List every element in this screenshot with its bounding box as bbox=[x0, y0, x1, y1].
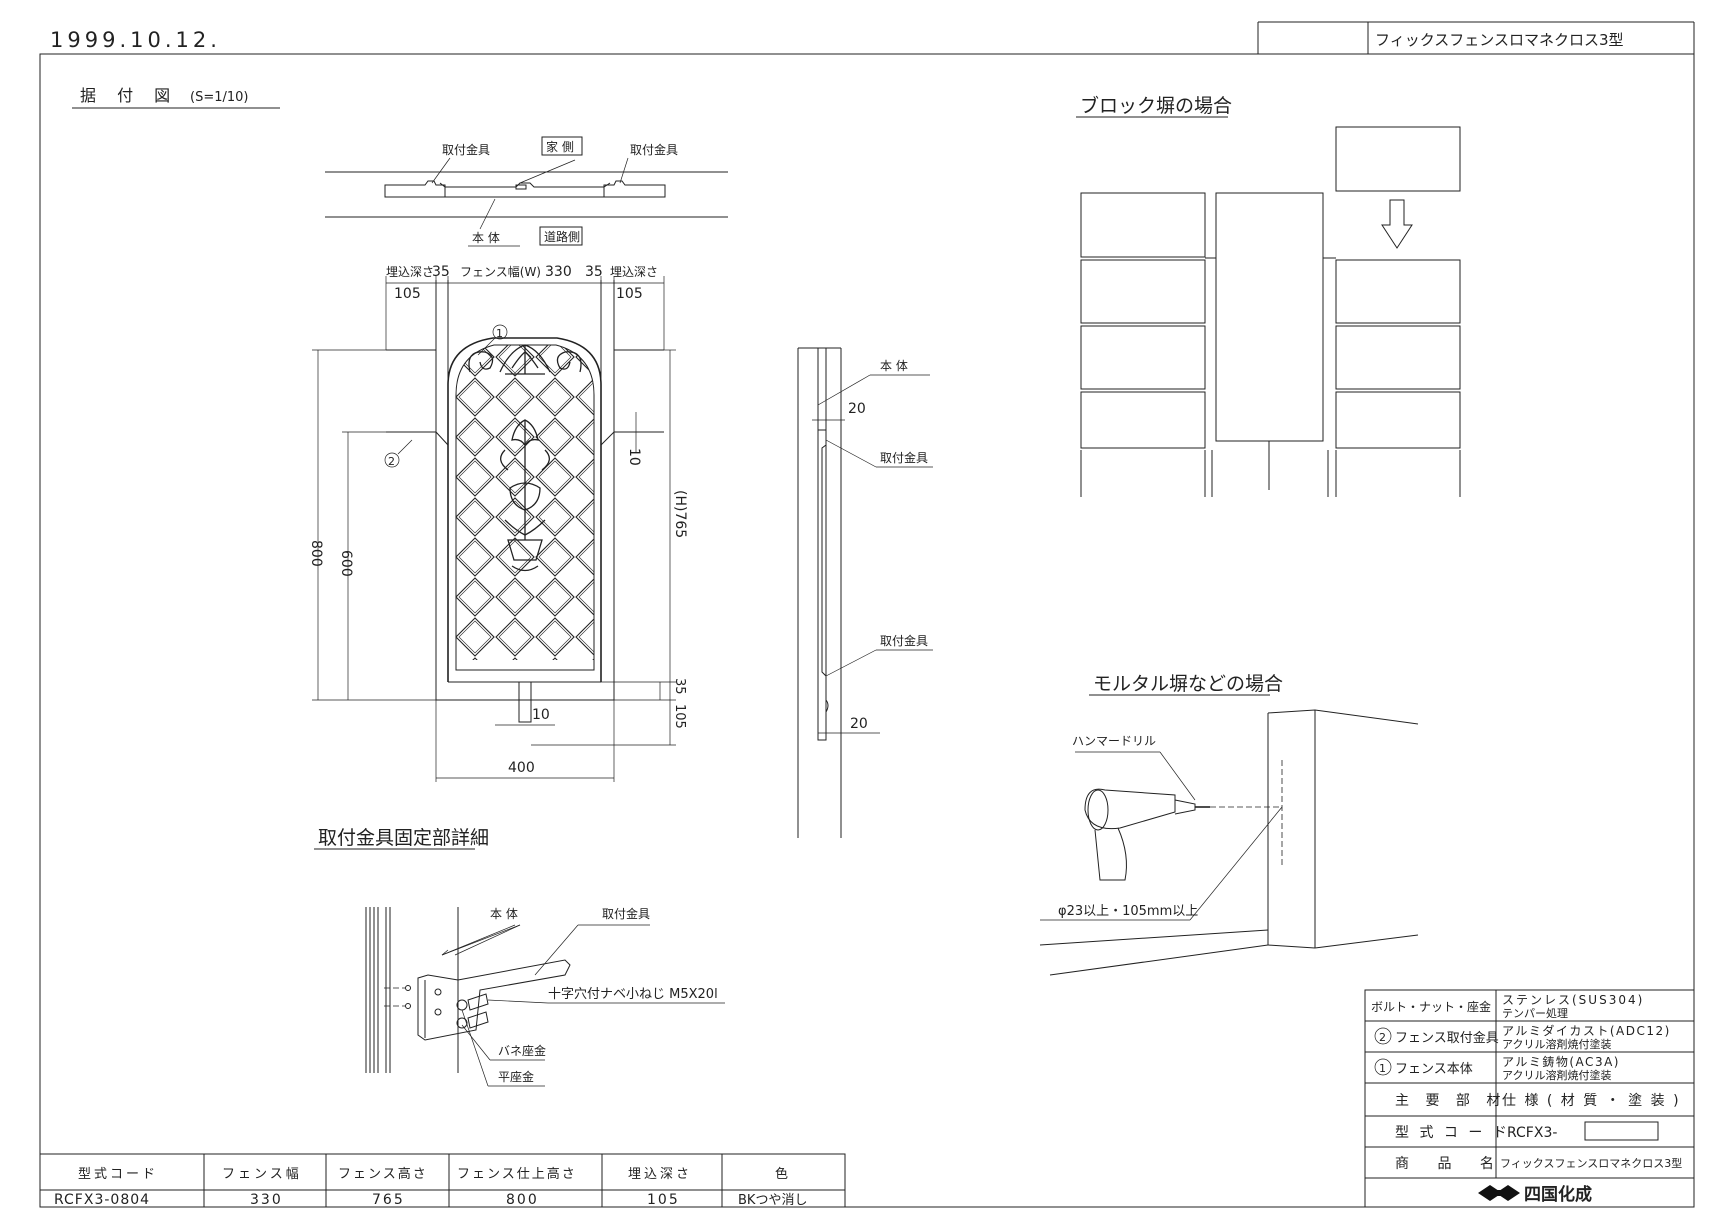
dim-embed-right-label: 埋込深さ bbox=[610, 265, 658, 279]
parts-row2-part: フェンス取付金具 bbox=[1395, 1030, 1499, 1046]
plan-body-label: 本 体 bbox=[472, 231, 500, 245]
parts-table bbox=[1364, 989, 1695, 1208]
installation-title: 据 付 図 bbox=[80, 86, 178, 105]
spec-cell-width: 330 bbox=[250, 1192, 283, 1208]
dim-105-right: 105 bbox=[616, 286, 643, 302]
detail-flat-washer-label: 平座金 bbox=[498, 1069, 534, 1084]
marker-2-label: 2 bbox=[388, 455, 395, 468]
mortar-wall-title: モルタル塀などの場合 bbox=[1093, 673, 1283, 695]
block-wall-diagram bbox=[1080, 126, 1461, 497]
block-wall-title: ブロック塀の場合 bbox=[1080, 94, 1232, 117]
spec-cell-height: 765 bbox=[372, 1192, 405, 1208]
dim-10-side: 10 bbox=[626, 448, 642, 466]
name-label: 商 品 名 bbox=[1395, 1156, 1506, 1172]
plan-bracket-right-label: 取付金具 bbox=[630, 142, 678, 157]
code-value: RCFX3- bbox=[1507, 1125, 1557, 1141]
spec-cell-color: BKつや消し bbox=[738, 1193, 807, 1208]
detail-screw-label: 十字穴付ナベ小ねじ M5X20l bbox=[548, 987, 718, 1002]
side-bracket-top-label: 取付金具 bbox=[880, 450, 928, 465]
parts-row3-part: フェンス本体 bbox=[1395, 1062, 1473, 1077]
parts-row3-spec2: アクリル溶剤焼付塗装 bbox=[1502, 1068, 1611, 1082]
drawing-date: 1999.10.12. bbox=[50, 28, 221, 52]
front-elevation bbox=[384, 280, 664, 723]
dim-embed-left-label: 埋込深さ bbox=[386, 265, 434, 279]
parts-header-spec: 仕 様 ( 材 質 ・ 塗 装 ) bbox=[1502, 1092, 1681, 1109]
parts-row2-spec2: アクリル溶剤焼付塗装 bbox=[1502, 1037, 1611, 1051]
detail-spring-washer-label: バネ座金 bbox=[498, 1043, 546, 1058]
parts-row1-spec2: テンパー処理 bbox=[1502, 1007, 1568, 1020]
parts-row1-part: ボルト・ナット・座金 bbox=[1371, 999, 1491, 1014]
mortar-wall-diagram bbox=[1039, 709, 1419, 976]
plan-road-side-label: 道路側 bbox=[544, 229, 580, 244]
parts-row2-spec1: アルミダイカスト(ADC12) bbox=[1502, 1023, 1671, 1038]
dim-10-post: 10 bbox=[532, 707, 550, 723]
plan-view bbox=[325, 157, 728, 230]
spec-cell-finish-height: 800 bbox=[506, 1192, 539, 1208]
parts-row2-num: 2 bbox=[1379, 1031, 1386, 1044]
plan-bracket-left-label: 取付金具 bbox=[442, 142, 490, 157]
dim-400: 400 bbox=[508, 760, 535, 776]
dim-800: 800 bbox=[308, 540, 324, 567]
spec-header-finish-height: フェンス仕上高さ bbox=[457, 1166, 577, 1182]
bracket-detail-title: 取付金具固定部詳細 bbox=[318, 827, 489, 849]
marker-1-label: 1 bbox=[496, 327, 503, 340]
side-bracket-bottom-label: 取付金具 bbox=[880, 633, 928, 648]
side-body-label: 本 体 bbox=[880, 359, 908, 373]
parts-row3-spec1: アルミ鋳物(AC3A) bbox=[1502, 1055, 1620, 1069]
code-label: 型 式 コ ー ド bbox=[1395, 1125, 1510, 1141]
spec-header-width: フェンス幅 bbox=[222, 1167, 302, 1182]
dim-105-bottom: 105 bbox=[672, 704, 687, 729]
dimension-lines bbox=[312, 276, 676, 782]
side-view bbox=[797, 347, 933, 838]
dim-35-bottom: 35 bbox=[672, 678, 687, 695]
spec-table bbox=[39, 1153, 846, 1208]
brand-logo bbox=[1478, 1185, 1520, 1201]
side-dim-20-bottom: 20 bbox=[850, 716, 868, 732]
brand-name: 四国化成 bbox=[1524, 1184, 1592, 1205]
parts-header-part: 主 要 部 材 bbox=[1395, 1093, 1506, 1109]
dim-35-right: 35 bbox=[585, 264, 603, 280]
installation-scale: (S=1/10) bbox=[190, 90, 248, 105]
side-dim-20-top: 20 bbox=[848, 401, 866, 417]
spec-cell-embed: 105 bbox=[647, 1192, 680, 1208]
spec-header-embed: 埋込深さ bbox=[628, 1167, 692, 1182]
detail-bracket-label: 取付金具 bbox=[602, 906, 650, 921]
detail-body-label: 本 体 bbox=[490, 907, 518, 921]
sheet-frame bbox=[39, 21, 1695, 1208]
spec-cell-code: RCFX3-0804 bbox=[54, 1192, 150, 1208]
drill-label: ハンマードリル bbox=[1072, 734, 1156, 748]
dim-35-left: 35 bbox=[432, 264, 450, 280]
parts-row3-num: 1 bbox=[1379, 1062, 1386, 1075]
plan-house-side-label: 家 側 bbox=[546, 139, 574, 154]
dim-h765: (H)765 bbox=[672, 490, 688, 538]
bracket-detail-diagram bbox=[365, 907, 725, 1087]
spec-header-height: フェンス高さ bbox=[338, 1166, 428, 1182]
title-block-product-name: フィックスフェンスロマネクロス3型 bbox=[1375, 31, 1624, 49]
dim-330: 330 bbox=[545, 264, 572, 280]
parts-row1-spec1: ステンレス(SUS304) bbox=[1502, 993, 1644, 1007]
dim-600: 600 bbox=[338, 550, 354, 577]
name-value: フィックスフェンスロマネクロス3型 bbox=[1500, 1156, 1682, 1170]
dim-fence-width-label: フェンス幅(W) bbox=[460, 264, 541, 279]
spec-header-color: 色 bbox=[775, 1166, 788, 1182]
hole-spec-label: φ23以上・105mm以上 bbox=[1058, 904, 1198, 919]
spec-header-code: 型式コード bbox=[78, 1167, 158, 1182]
dim-105-left: 105 bbox=[394, 286, 421, 302]
